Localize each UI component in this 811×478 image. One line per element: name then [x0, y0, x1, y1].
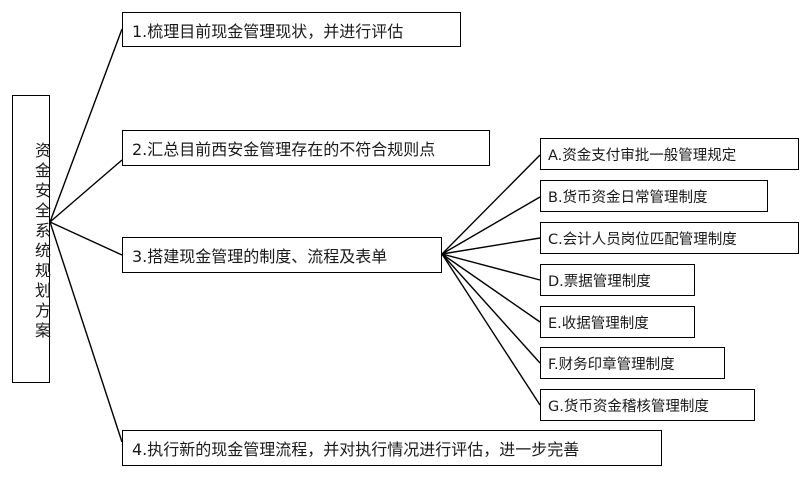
- edge-root-to-branch-3: [49, 221, 123, 256]
- edge-branch3-to-leaf-d: [441, 253, 541, 281]
- edge-branch3-to-leaf-c: [441, 237, 541, 255]
- edge-branch3-to-leaf-a: [441, 154, 541, 255]
- leaf-node-e[interactable]: E.收据管理制度: [540, 306, 695, 338]
- leaf-node-c[interactable]: C.会计人员岗位匹配管理制度: [540, 222, 799, 254]
- root-node[interactable]: 资金安全系统规划方案: [12, 95, 51, 383]
- leaf-node-f[interactable]: F.财务印章管理制度: [540, 347, 725, 379]
- branch-node-3[interactable]: 3.搭建现金管理的制度、流程及表单: [122, 237, 442, 273]
- edge-branch3-to-leaf-b: [441, 196, 541, 255]
- edge-branch3-to-leaf-f: [441, 253, 541, 364]
- edge-root-to-branch-1: [49, 28, 123, 223]
- edge-branch3-to-leaf-e: [441, 253, 541, 323]
- branch-node-2[interactable]: 2.汇总目前西安金管理存在的不符合规则点: [122, 130, 490, 166]
- branch-node-1[interactable]: 1.梳理目前现金管理现状，并进行评估: [122, 12, 461, 47]
- branch-node-4[interactable]: 4.执行新的现金管理流程，并对执行情况进行评估，进一步完善: [122, 430, 662, 466]
- leaf-node-d[interactable]: D.票据管理制度: [540, 264, 695, 296]
- leaf-node-b[interactable]: B.货币资金日常管理制度: [540, 180, 768, 212]
- edge-branch3-to-leaf-g: [441, 253, 541, 406]
- leaf-node-a[interactable]: A.资金支付审批一般管理规定: [540, 138, 799, 170]
- edge-root-to-branch-2: [49, 159, 123, 223]
- leaf-node-g[interactable]: G.货币资金稽核管理制度: [540, 389, 755, 421]
- edge-root-to-branch-4: [49, 221, 123, 443]
